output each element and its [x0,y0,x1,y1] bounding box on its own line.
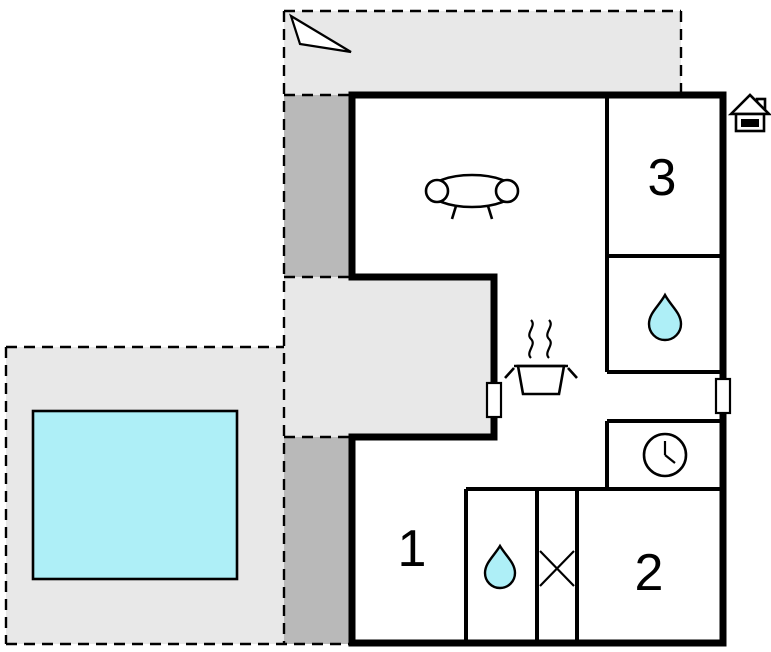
pot-handle-left [504,367,515,379]
terrace-dashed-boundary [4,9,683,646]
water-drop-icon [483,543,517,590]
sofa-icon [424,173,520,220]
house-icon [727,93,771,133]
terrace-shadow-strip-lower [284,437,351,644]
steam-line [528,319,534,359]
water-drop-icon [647,292,683,342]
pool [31,409,239,581]
pot-handle-right [567,367,578,379]
clock-icon [642,432,688,478]
north-arrow-shape [289,13,352,54]
terrace-shadow-strip-upper [284,95,351,277]
steam-line [546,319,552,359]
room-3-label: 3 [648,149,677,207]
terrace-entry-recess [284,277,494,437]
pot-body [516,364,566,396]
house-body-fill [741,119,759,127]
sofa-arm-right [494,178,520,204]
x-marker-icon [539,550,575,587]
room-2-label: 2 [635,544,664,602]
door-icon [485,381,503,419]
room-1-label: 1 [398,520,427,578]
terrace-top [284,11,681,95]
sofa-arm-left [424,178,450,204]
sofa-leg [450,205,458,220]
sofa-leg [486,205,494,220]
door-icon [714,377,732,415]
stove-icon [504,319,578,396]
clock-hour-hand [664,454,676,464]
x-stroke [539,550,575,587]
north-arrow-icon [289,13,352,54]
